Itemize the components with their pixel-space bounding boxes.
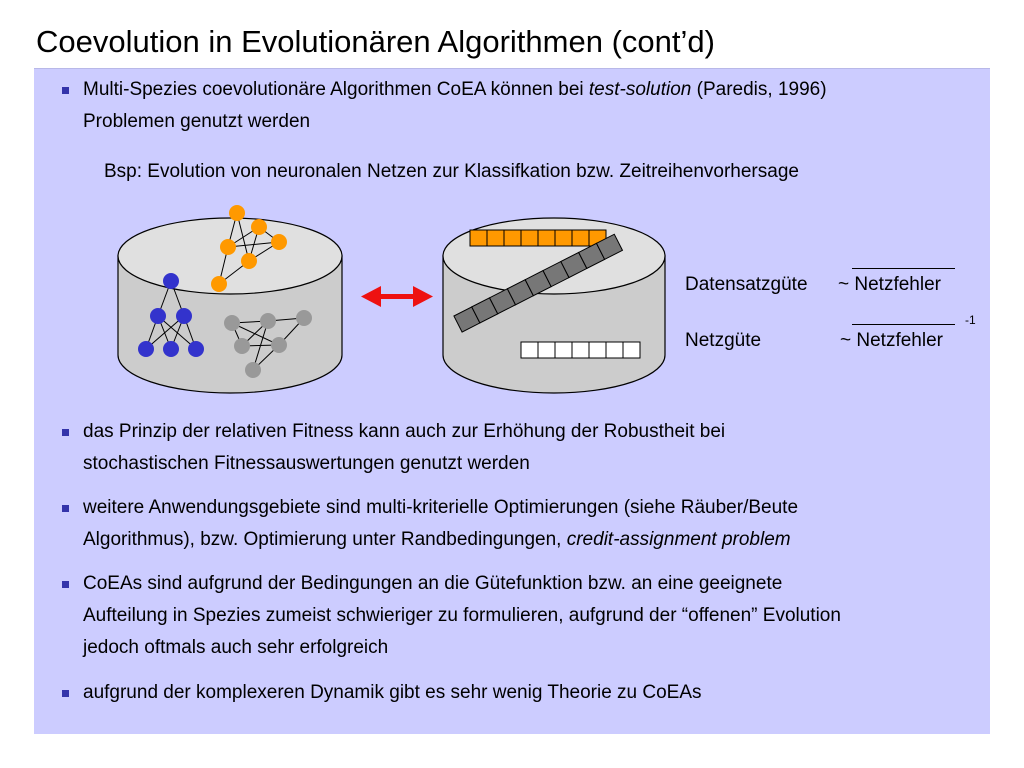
network-node	[163, 273, 179, 289]
network-node	[260, 313, 276, 329]
exponent: -1	[965, 313, 976, 327]
dataset-quality-label: Datensatzgüte	[685, 274, 808, 295]
bullet-theory: aufgrund der komplexeren Dynamik gibt es…	[62, 677, 992, 709]
credit-assignment-term: credit-assignment problem	[566, 529, 791, 550]
network-node	[241, 253, 257, 269]
network-node	[211, 276, 227, 292]
network-node	[271, 337, 287, 353]
bullet-text: aufgrund der komplexeren Dynamik gibt es…	[83, 682, 702, 703]
bullet-text: weitere Anwendungsgebiete sind multi-kri…	[83, 497, 799, 550]
network-node	[251, 219, 267, 235]
bullet-marker	[62, 690, 69, 697]
bullet-difficulty: CoEAs sind aufgrund der Bedingungen an d…	[62, 568, 992, 664]
network-quality-relation: ~ Netzfehler	[840, 330, 943, 351]
overline-2	[852, 324, 955, 325]
test-solution-term: test-solution	[588, 79, 692, 100]
double-arrow-icon	[361, 286, 433, 307]
network-node	[163, 341, 179, 357]
gray-nodes	[224, 310, 312, 378]
bullet-text: Multi-Spezies coevolutionäre Algorithmen…	[83, 79, 827, 132]
white-data-strip	[520, 341, 641, 359]
network-node	[224, 315, 240, 331]
bullet-relative-fitness: das Prinzip der relativen Fitness kann a…	[62, 416, 992, 480]
bullet-multi-species: Multi-Spezies coevolutionäre Algorithmen…	[62, 74, 992, 138]
dataset-quality-relation: ~ Netzfehler	[838, 274, 941, 295]
network-node	[271, 234, 287, 250]
content-panel	[34, 68, 990, 734]
bullet-marker	[62, 505, 69, 512]
example-caption: Bsp: Evolution von neuronalen Netzen zur…	[104, 161, 799, 182]
network-node	[176, 308, 192, 324]
bullet-marker	[62, 429, 69, 436]
blue-nodes	[138, 273, 204, 357]
network-node	[150, 308, 166, 324]
bullet-applications: weitere Anwendungsgebiete sind multi-kri…	[62, 492, 992, 556]
overline-1	[852, 268, 955, 269]
slide-title: Coevolution in Evolutionären Algorithmen…	[36, 24, 715, 59]
network-node	[229, 205, 245, 221]
network-node	[245, 362, 261, 378]
network-node	[296, 310, 312, 326]
gray-data-strip	[453, 233, 624, 333]
bullet-marker	[62, 581, 69, 588]
network-node	[188, 341, 204, 357]
network-node	[138, 341, 154, 357]
orange-data-strip	[469, 229, 607, 247]
orange-nodes	[211, 205, 287, 292]
bullet-text: das Prinzip der relativen Fitness kann a…	[83, 421, 726, 474]
network-quality-label: Netzgüte	[685, 330, 762, 351]
bullet-text: CoEAs sind aufgrund der Bedingungen an d…	[83, 573, 841, 658]
bullet-marker	[62, 87, 69, 94]
network-node	[234, 338, 250, 354]
network-node	[220, 239, 236, 255]
